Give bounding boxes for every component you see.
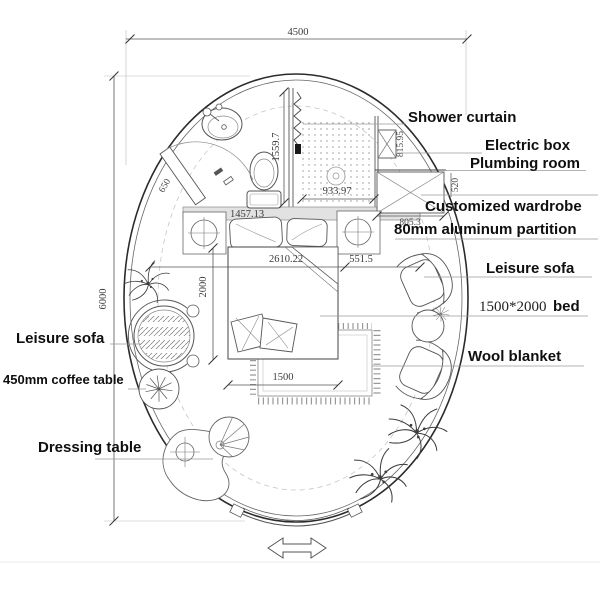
label-bed-size: 1500*2000 <box>479 299 547 315</box>
label-wool-blanket: Wool blanket <box>468 348 561 365</box>
shower-area <box>301 119 373 203</box>
shower-curtain <box>293 91 302 154</box>
dim-bathroom-door: 650 <box>157 177 173 195</box>
faucet-icon <box>202 107 212 117</box>
label-leisure-sofa-right: Leisure sofa <box>486 260 575 277</box>
sink <box>201 103 243 141</box>
electric-box <box>377 129 397 159</box>
head-pillows <box>229 216 328 250</box>
dim-bed-length: 2000 <box>198 277 209 298</box>
label-coffee-table: 450mm coffee table <box>3 372 124 387</box>
dim-wardrobe-width: 805.3 <box>399 218 421 228</box>
dim-wardrobe-side: 520 <box>451 178 461 193</box>
annotation-labels: Shower curtain Electric box Plumbing roo… <box>3 109 582 456</box>
plant-bottom-right-1 <box>382 400 452 464</box>
dim-bed-to-wall: 551.5 <box>349 254 373 265</box>
label-leisure-sofa-left: Leisure sofa <box>16 330 105 347</box>
shower-drain <box>326 166 346 186</box>
toilet <box>246 151 282 209</box>
label-plumbing-room: Plumbing room <box>470 155 580 172</box>
leisure-sofa-right-top <box>393 244 462 318</box>
door-swing-arc <box>164 141 254 181</box>
bathroom-door <box>159 141 254 206</box>
plant-left <box>119 257 177 311</box>
door-handle-icon <box>213 167 224 176</box>
nightstand-left <box>182 211 227 255</box>
dim-bathroom-depth: 1559.7 <box>271 133 282 162</box>
dim-bed-zone-width: 2610.22 <box>269 254 303 265</box>
nightstand-right <box>336 210 381 255</box>
dim-headboard-offset: 1457.13 <box>230 209 264 220</box>
side-table <box>411 305 450 343</box>
label-customized-wardrobe: Customized wardrobe <box>425 198 582 215</box>
sliding-door <box>229 503 363 559</box>
leader-lines <box>95 123 598 460</box>
dim-electric-box-height: 815.95 <box>396 131 406 157</box>
dimension-lines <box>104 30 472 526</box>
label-bed: bed <box>553 298 580 315</box>
slide-direction-arrow-icon <box>267 537 327 559</box>
leisure-sofa-left-item <box>128 299 200 373</box>
blanket-fold <box>290 246 339 285</box>
label-electric-box: Electric box <box>485 137 571 154</box>
dim-shower-width: 933.97 <box>323 186 352 197</box>
dim-overall-height: 6000 <box>98 289 109 310</box>
label-dressing-table: Dressing table <box>38 439 141 456</box>
dim-bed-width: 1500 <box>273 372 294 383</box>
fan-chair <box>208 416 250 458</box>
label-shower-curtain: Shower curtain <box>408 109 516 126</box>
wardrobe <box>376 171 445 214</box>
deco-pillows <box>230 313 298 353</box>
dim-overall-width: 4500 <box>288 27 309 38</box>
dimension-texts: 4500 6000 1559.7 933.97 650 1457.13 815.… <box>98 27 461 383</box>
label-aluminum-partition: 80mm aluminum partition <box>394 221 577 238</box>
